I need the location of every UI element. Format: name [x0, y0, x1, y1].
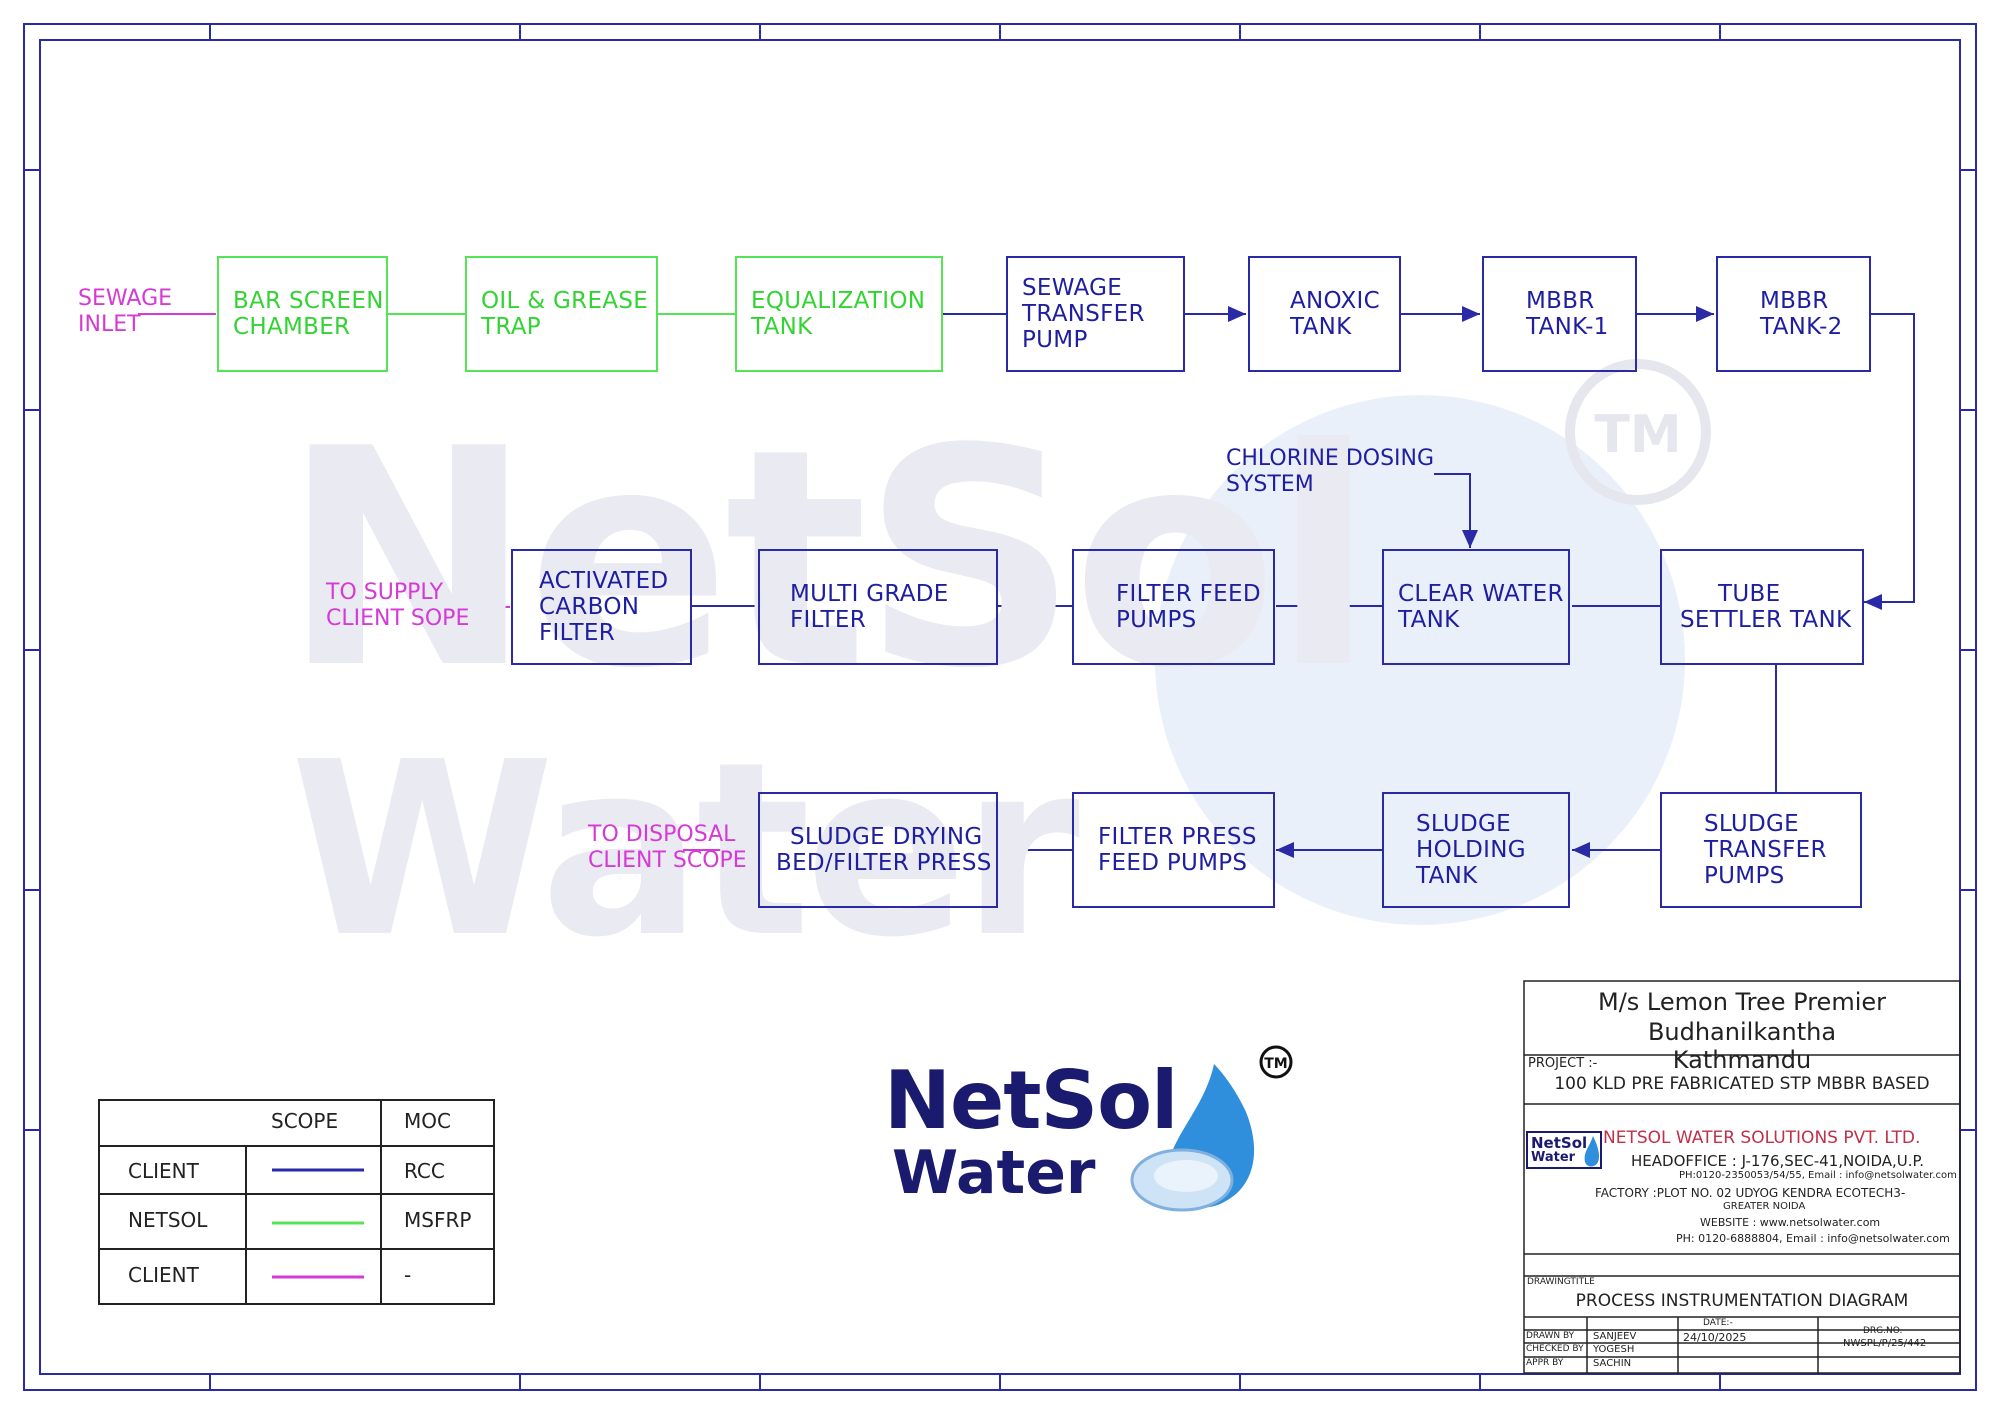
factory-address: FACTORY :PLOT NO. 02 UDYOG KENDRA ECOTEC… [1595, 1186, 1906, 1200]
scope-legend-table: SCOPE MOC CLIENT RCC NETSOL MSFRP CLIENT… [98, 1099, 495, 1305]
small-logo-water: Water [1531, 1150, 1576, 1165]
legend-header-scope: SCOPE [271, 1109, 339, 1133]
to-disposal-label: TO DISPOSAL CLIENT SCOPE [588, 822, 747, 873]
legend-row-name: CLIENT [128, 1159, 199, 1183]
sewage-inlet-label: SEWAGE INLET [78, 286, 173, 337]
drawn-by-value: SANJEEV [1593, 1331, 1637, 1342]
factory-address-2: GREATER NOIDA [1723, 1201, 1806, 1212]
title-block: M/s Lemon Tree Premier Budhanilkantha Ka… [1523, 980, 1961, 1375]
drawing-title-label: DRAWINGTITLE [1527, 1277, 1595, 1287]
legend-row-name: CLIENT [128, 1263, 199, 1287]
legend-row-moc: - [404, 1263, 412, 1287]
approved-by-label: APPR BY [1526, 1358, 1564, 1368]
approved-by-value: SACHIN [1593, 1358, 1632, 1369]
project-name: 100 KLD PRE FABRICATED STP MBBR BASED [1554, 1074, 1930, 1094]
watermark-water: Water [290, 710, 1080, 990]
date-value: 24/10/2025 [1683, 1331, 1747, 1344]
client-name-line1: M/s Lemon Tree Premier [1597, 988, 1886, 1016]
svg-text:TM: TM [1594, 405, 1681, 465]
to-supply-label: TO SUPPLY CLIENT SOPE [326, 580, 470, 631]
checked-by-value: YOGESH [1593, 1344, 1635, 1355]
netsol-logo: TM NetSol Water [884, 1042, 1293, 1222]
headoffice-address: HEADOFFICE : J-176,SEC-41,NOIDA,U.P. [1631, 1152, 1925, 1170]
factory-contact: PH: 0120-6888804, Email : info@netsolwat… [1676, 1232, 1950, 1245]
checked-by-label: CHECKED BY [1526, 1344, 1584, 1354]
project-label: PROJECT :- [1528, 1056, 1598, 1071]
drawing-title: PROCESS INSTRUMENTATION DIAGRAM [1575, 1291, 1909, 1311]
legend-row-moc: MSFRP [404, 1208, 472, 1232]
client-name-line3: Kathmandu [1672, 1046, 1812, 1074]
company-name: NETSOL WATER SOLUTIONS PVT. LTD. [1603, 1128, 1921, 1148]
chlorine-dosing-label: CHLORINE DOSING SYSTEM [1226, 446, 1435, 497]
logo-netsol-text: NetSol [884, 1054, 1178, 1147]
drg-no-label: DRG.NO. [1863, 1326, 1903, 1336]
date-label: DATE:- [1703, 1318, 1733, 1328]
drg-no-value: NWSPL/P/25/442 [1843, 1338, 1927, 1349]
headoffice-contact: PH:0120-2350053/54/55, Email : info@nets… [1679, 1170, 1957, 1181]
logo-water-text: Water [892, 1138, 1096, 1208]
client-name-line2: Budhanilkantha [1647, 1018, 1837, 1046]
website: WEBSITE : www.netsolwater.com [1700, 1216, 1881, 1229]
legend-header-moc: MOC [404, 1109, 451, 1133]
water-drop-icon: TM [1130, 1045, 1293, 1212]
legend-row-moc: RCC [404, 1159, 445, 1183]
small-logo-netsol: NetSol [1531, 1134, 1588, 1152]
legend-row-name: NETSOL [128, 1208, 208, 1232]
drawn-by-label: DRAWN BY [1526, 1331, 1575, 1341]
watermark-netsol: NetSol [282, 385, 1375, 734]
svg-text:TM: TM [1264, 1056, 1287, 1072]
